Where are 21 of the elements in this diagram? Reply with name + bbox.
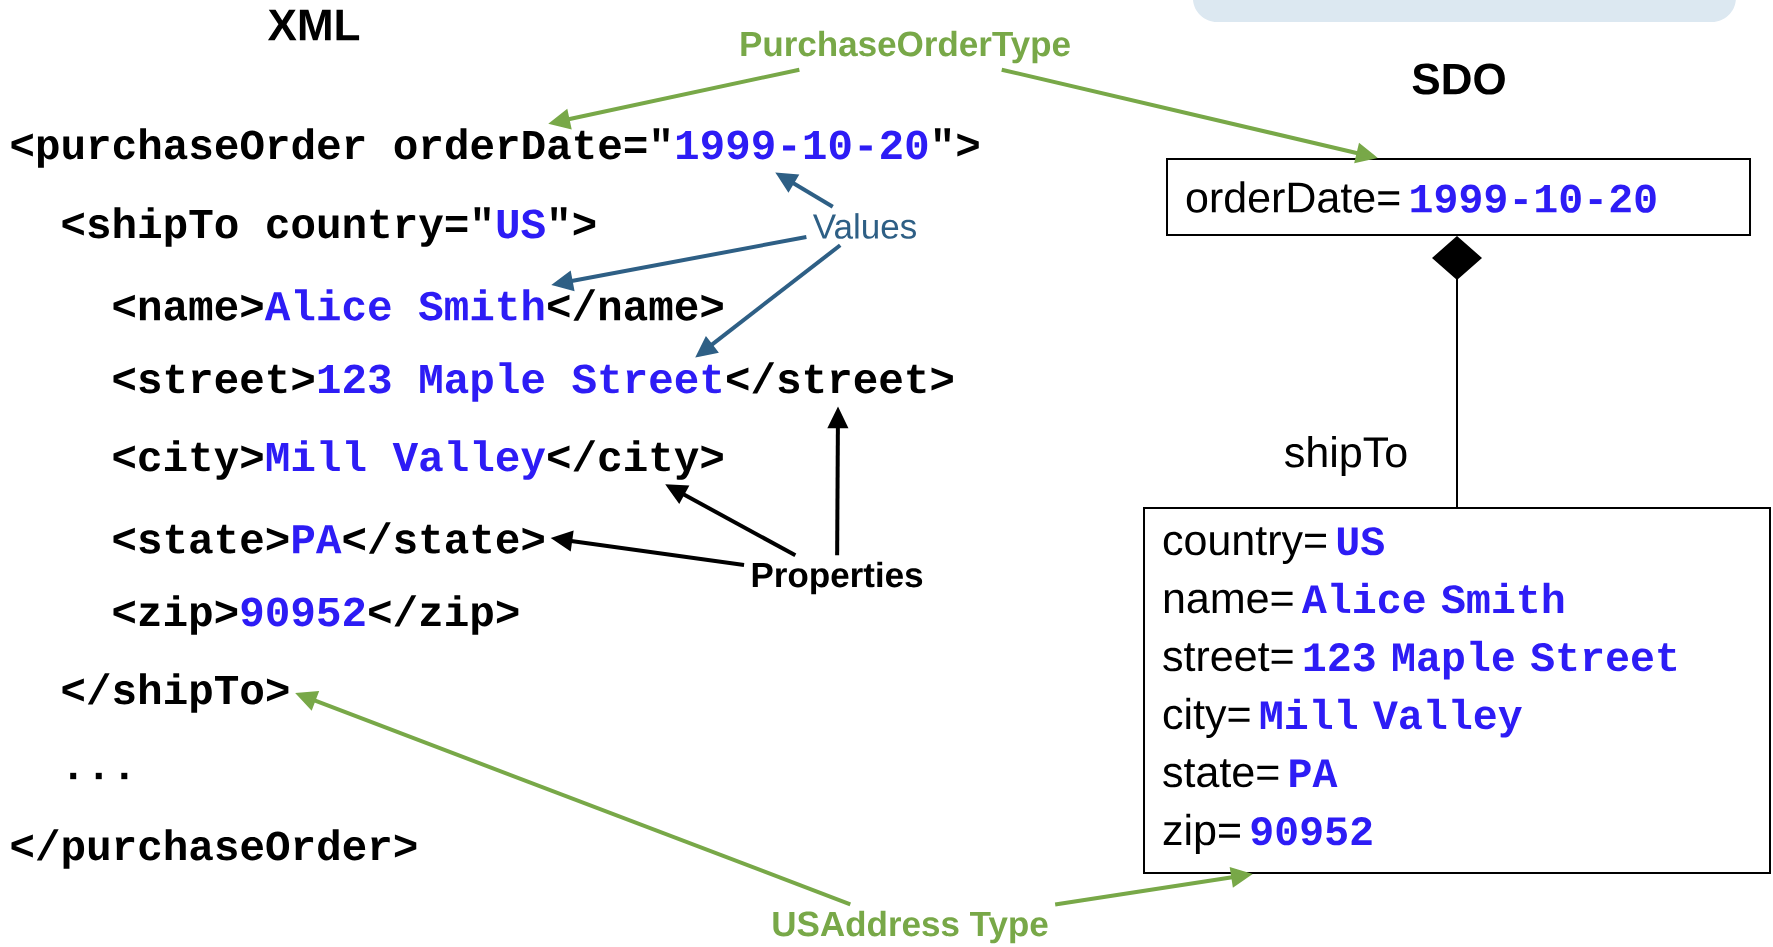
heading: SDO xyxy=(1412,63,1505,95)
code-line: <street>123 Maple Street</street> xyxy=(113,362,953,402)
callout-text: USAddress Type xyxy=(773,910,1048,944)
class-box: country= US name= Alice Smith street= 123 Maple Street city= Mill Valley state= PA zip= 90952 xyxy=(1143,507,1771,874)
callout-text: PurchaseOrderType xyxy=(741,30,1070,64)
code-line: </purchaseOrder> xyxy=(11,829,417,869)
heading: XML xyxy=(267,9,360,41)
composition-line xyxy=(1432,236,1482,508)
code-line: <name>Alice Smith</name> xyxy=(113,289,723,321)
code-line: <shipTo country=" US"> xyxy=(62,207,596,247)
code-line: <purchaseOrder orderDate=" 1999-10-20 "> xyxy=(11,128,979,168)
code-line: <state>PA</state> xyxy=(113,522,544,554)
code-line: <zip>90952</zip> xyxy=(113,595,519,635)
class-box: orderDate= 1999-10-20 xyxy=(1166,158,1751,236)
callout-text: Properties xyxy=(752,561,923,595)
code-line: ... xyxy=(70,772,128,780)
code-line: </shipTo> xyxy=(62,673,289,713)
code-line: <city>Mill Valley</city> xyxy=(113,440,723,480)
callout-text: Values xyxy=(812,213,916,239)
banner-shape xyxy=(1192,0,1736,22)
edge-label: shipTo xyxy=(1285,435,1407,477)
